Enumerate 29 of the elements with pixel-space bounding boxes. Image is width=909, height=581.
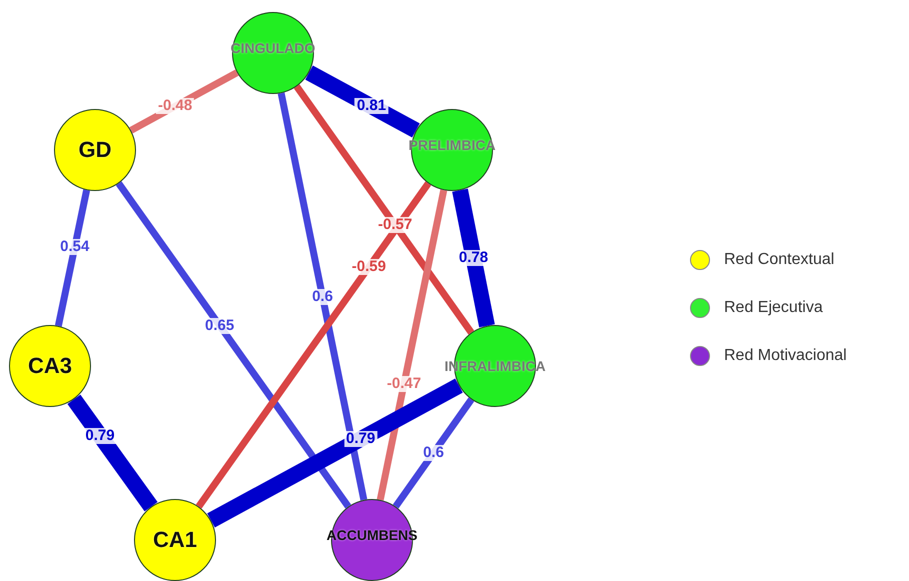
edge-label: 0.81 xyxy=(354,98,388,114)
edge-label: -0.48 xyxy=(156,98,194,114)
edge-label: 0.79 xyxy=(83,428,117,444)
node-label: GD xyxy=(78,137,112,163)
edge-label: -0.57 xyxy=(376,217,414,234)
edge-label: 0.65 xyxy=(203,318,236,334)
connector-line xyxy=(116,181,352,509)
edge-label: -0.47 xyxy=(384,376,424,392)
connector-line xyxy=(54,189,90,327)
edge-label: 0.78 xyxy=(456,250,490,266)
edge-label: 0.6 xyxy=(421,445,446,461)
connector-line xyxy=(392,397,474,509)
connector-line xyxy=(278,92,368,501)
node-label: CA3 xyxy=(28,353,72,379)
edge-label: 0.54 xyxy=(58,239,92,256)
legend-label: Red Contextual xyxy=(724,251,834,269)
connector-line xyxy=(305,66,420,138)
edge-label: 0.6 xyxy=(310,288,335,304)
legend-label: Red Ejecutiva xyxy=(724,299,823,317)
edge-label: -0.59 xyxy=(350,259,388,275)
legend-label: Red Motivacional xyxy=(724,347,847,365)
connector-line xyxy=(196,181,432,509)
edge-label: 0.79 xyxy=(344,431,378,448)
node-label: CA1 xyxy=(153,527,198,553)
connector-line xyxy=(294,84,474,335)
connector-line xyxy=(67,394,158,512)
connector-line xyxy=(207,378,463,528)
connector-line xyxy=(452,188,495,328)
connector-line xyxy=(376,189,448,501)
